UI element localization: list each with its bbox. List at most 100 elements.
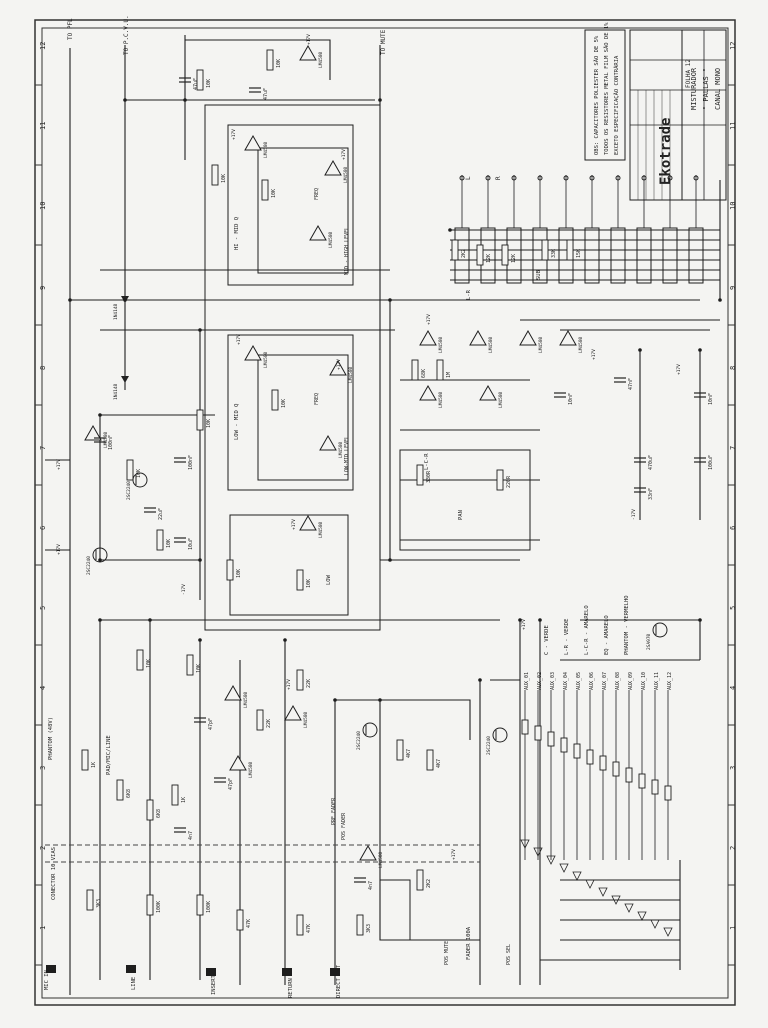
resistor-icon [196,409,204,431]
bus-terminal [615,175,621,181]
opamp-icon [284,704,302,721]
pan-label: PAN [458,510,464,520]
border-number-right: 10 [729,202,737,210]
border-number-left: 9 [39,286,47,290]
border-number-left: 7 [39,446,47,450]
eq-mid-high-level-label: MID - HIGH LEVEL [344,227,350,275]
ic-label: LM4580 [348,366,354,383]
border-number-right: 11 [729,122,737,130]
junction-dot [198,328,202,332]
resistor-label: 4K7 [406,749,412,758]
opamp-icon [329,359,347,376]
junction-dot [388,558,392,562]
junction-dot [698,618,702,622]
aux-pot-icon [624,903,634,913]
capacitor-label: 100uF [708,455,714,470]
opamp-icon [559,329,577,346]
resistor-icon [451,239,459,261]
pos-mute-label: POS MUTE [444,941,450,965]
resistor-label: 12K [511,254,517,263]
line-in-label: LINE IN [131,967,137,990]
aux-send-resistor [547,731,555,747]
resistor-label: 330R [426,470,432,483]
resistor-label: 100K [156,901,162,913]
bus-terminal [459,175,465,181]
resistor-label: 4K7 [436,759,442,768]
opamp-icon [324,159,342,176]
aux-send-label: AUX_02 [537,672,543,690]
aux-pot-icon [650,919,660,929]
bus-terminal [511,175,517,181]
sheet-outer-border [34,19,736,1006]
mic-in-label: MIC IN [44,970,50,990]
opamp-icon [224,684,242,701]
junction-dot [718,298,722,302]
capacitor-label: 10nF [708,393,714,405]
diode-icon [121,376,129,383]
aux-send-label: AUX_10 [641,672,647,690]
aux-send-resistor [664,785,672,801]
left-label: L [465,176,472,180]
border-number-right: 8 [729,366,737,370]
aux-send-resistor [573,743,581,759]
aux-pot-icon [611,895,621,905]
opamp-icon [309,224,327,241]
bus-terminal [537,175,543,181]
ic-label: LM4580 [378,851,384,868]
switch-bank [454,175,704,284]
resistor-label: 47K [246,919,252,928]
resistor-label: 10K [281,399,287,408]
label-to-pfl: TO PFL [67,18,74,40]
border-number-right: 5 [729,606,737,610]
transistor-icon [492,727,508,743]
bus-terminal [641,175,647,181]
diode-label: 1N4148 [113,303,119,320]
ic-label: LM4580 [103,431,109,448]
transistor-icon [132,472,148,488]
junction-dot [538,618,542,622]
capacitor-label: 4n7 [368,881,374,890]
ic-label: LM4580 [538,336,544,353]
pos-sel-label: POS SEL [506,944,512,965]
phantom-label: PHANTOM (48V) [48,717,54,760]
resistor-icon [271,389,279,411]
junction-dot [448,228,452,232]
resistor-icon [236,909,244,931]
resistor-label: 1K [91,762,97,768]
aux-send-label: AUX_07 [602,672,608,690]
resistor-label: 10K [206,419,212,428]
resistor-icon [136,649,144,671]
resistor-icon [396,739,404,761]
title-rows [629,90,671,200]
eq-outer-frame [204,104,381,631]
eq-low-label: LOW [326,574,332,585]
opamp-icon [244,344,262,361]
resistor-icon [146,894,154,916]
sub-label: SUB [536,269,542,280]
resistor-icon [81,749,89,771]
capacitor-label: 47uF [193,78,199,90]
transistor-label: 2SC2240 [486,736,492,755]
supply-label: +17V [591,349,597,360]
right-label: R [495,176,502,180]
resistor-label: 12K [486,254,492,263]
bus-switch [662,227,678,284]
note-line-3: EXCETO ESPECIFICAÇÃO CONTRÁRIA [613,55,620,155]
opamp-icon [319,434,337,451]
bus-switch [688,227,704,284]
eq-lo-freq-label: FREQ [314,393,320,405]
insert-label: INSERT [211,974,217,995]
ic-label: LM4580 [438,391,444,408]
aux-send-resistor [599,755,607,771]
resistor-label: 6K8 [156,809,162,818]
ic-label: LM4580 [243,691,249,708]
direct-out-jack-icon [330,968,340,976]
resistor-icon [296,569,304,591]
aux-send-label: AUX_01 [524,672,530,690]
aux-send-label: AUX_08 [615,672,621,690]
junction-dot [198,558,202,562]
border-number-right: 7 [729,446,737,450]
border-number-right: 12 [729,42,737,50]
resistor-icon [416,464,424,486]
transistor-icon [362,722,378,738]
